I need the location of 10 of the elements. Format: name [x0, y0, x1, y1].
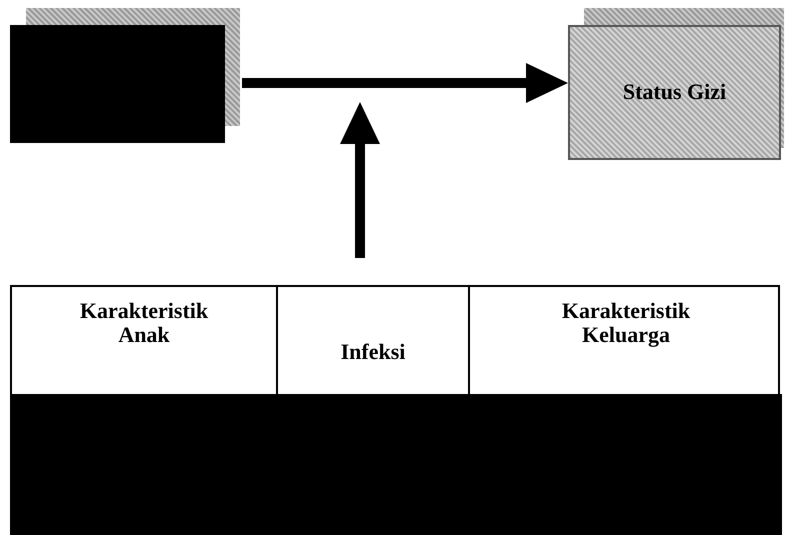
- filled-band: [12, 394, 782, 535]
- node-label: Infeksi: [340, 340, 406, 365]
- table-frame: [10, 285, 780, 535]
- filled-box: [10, 25, 225, 143]
- node-label: Karakteristik Keluarga: [560, 299, 692, 348]
- node-label: Karakteristik Anak: [78, 299, 210, 348]
- arrow: [242, 63, 568, 103]
- arrow: [340, 102, 380, 258]
- process-box: [568, 25, 781, 160]
- node-label: Status Gizi: [622, 80, 726, 105]
